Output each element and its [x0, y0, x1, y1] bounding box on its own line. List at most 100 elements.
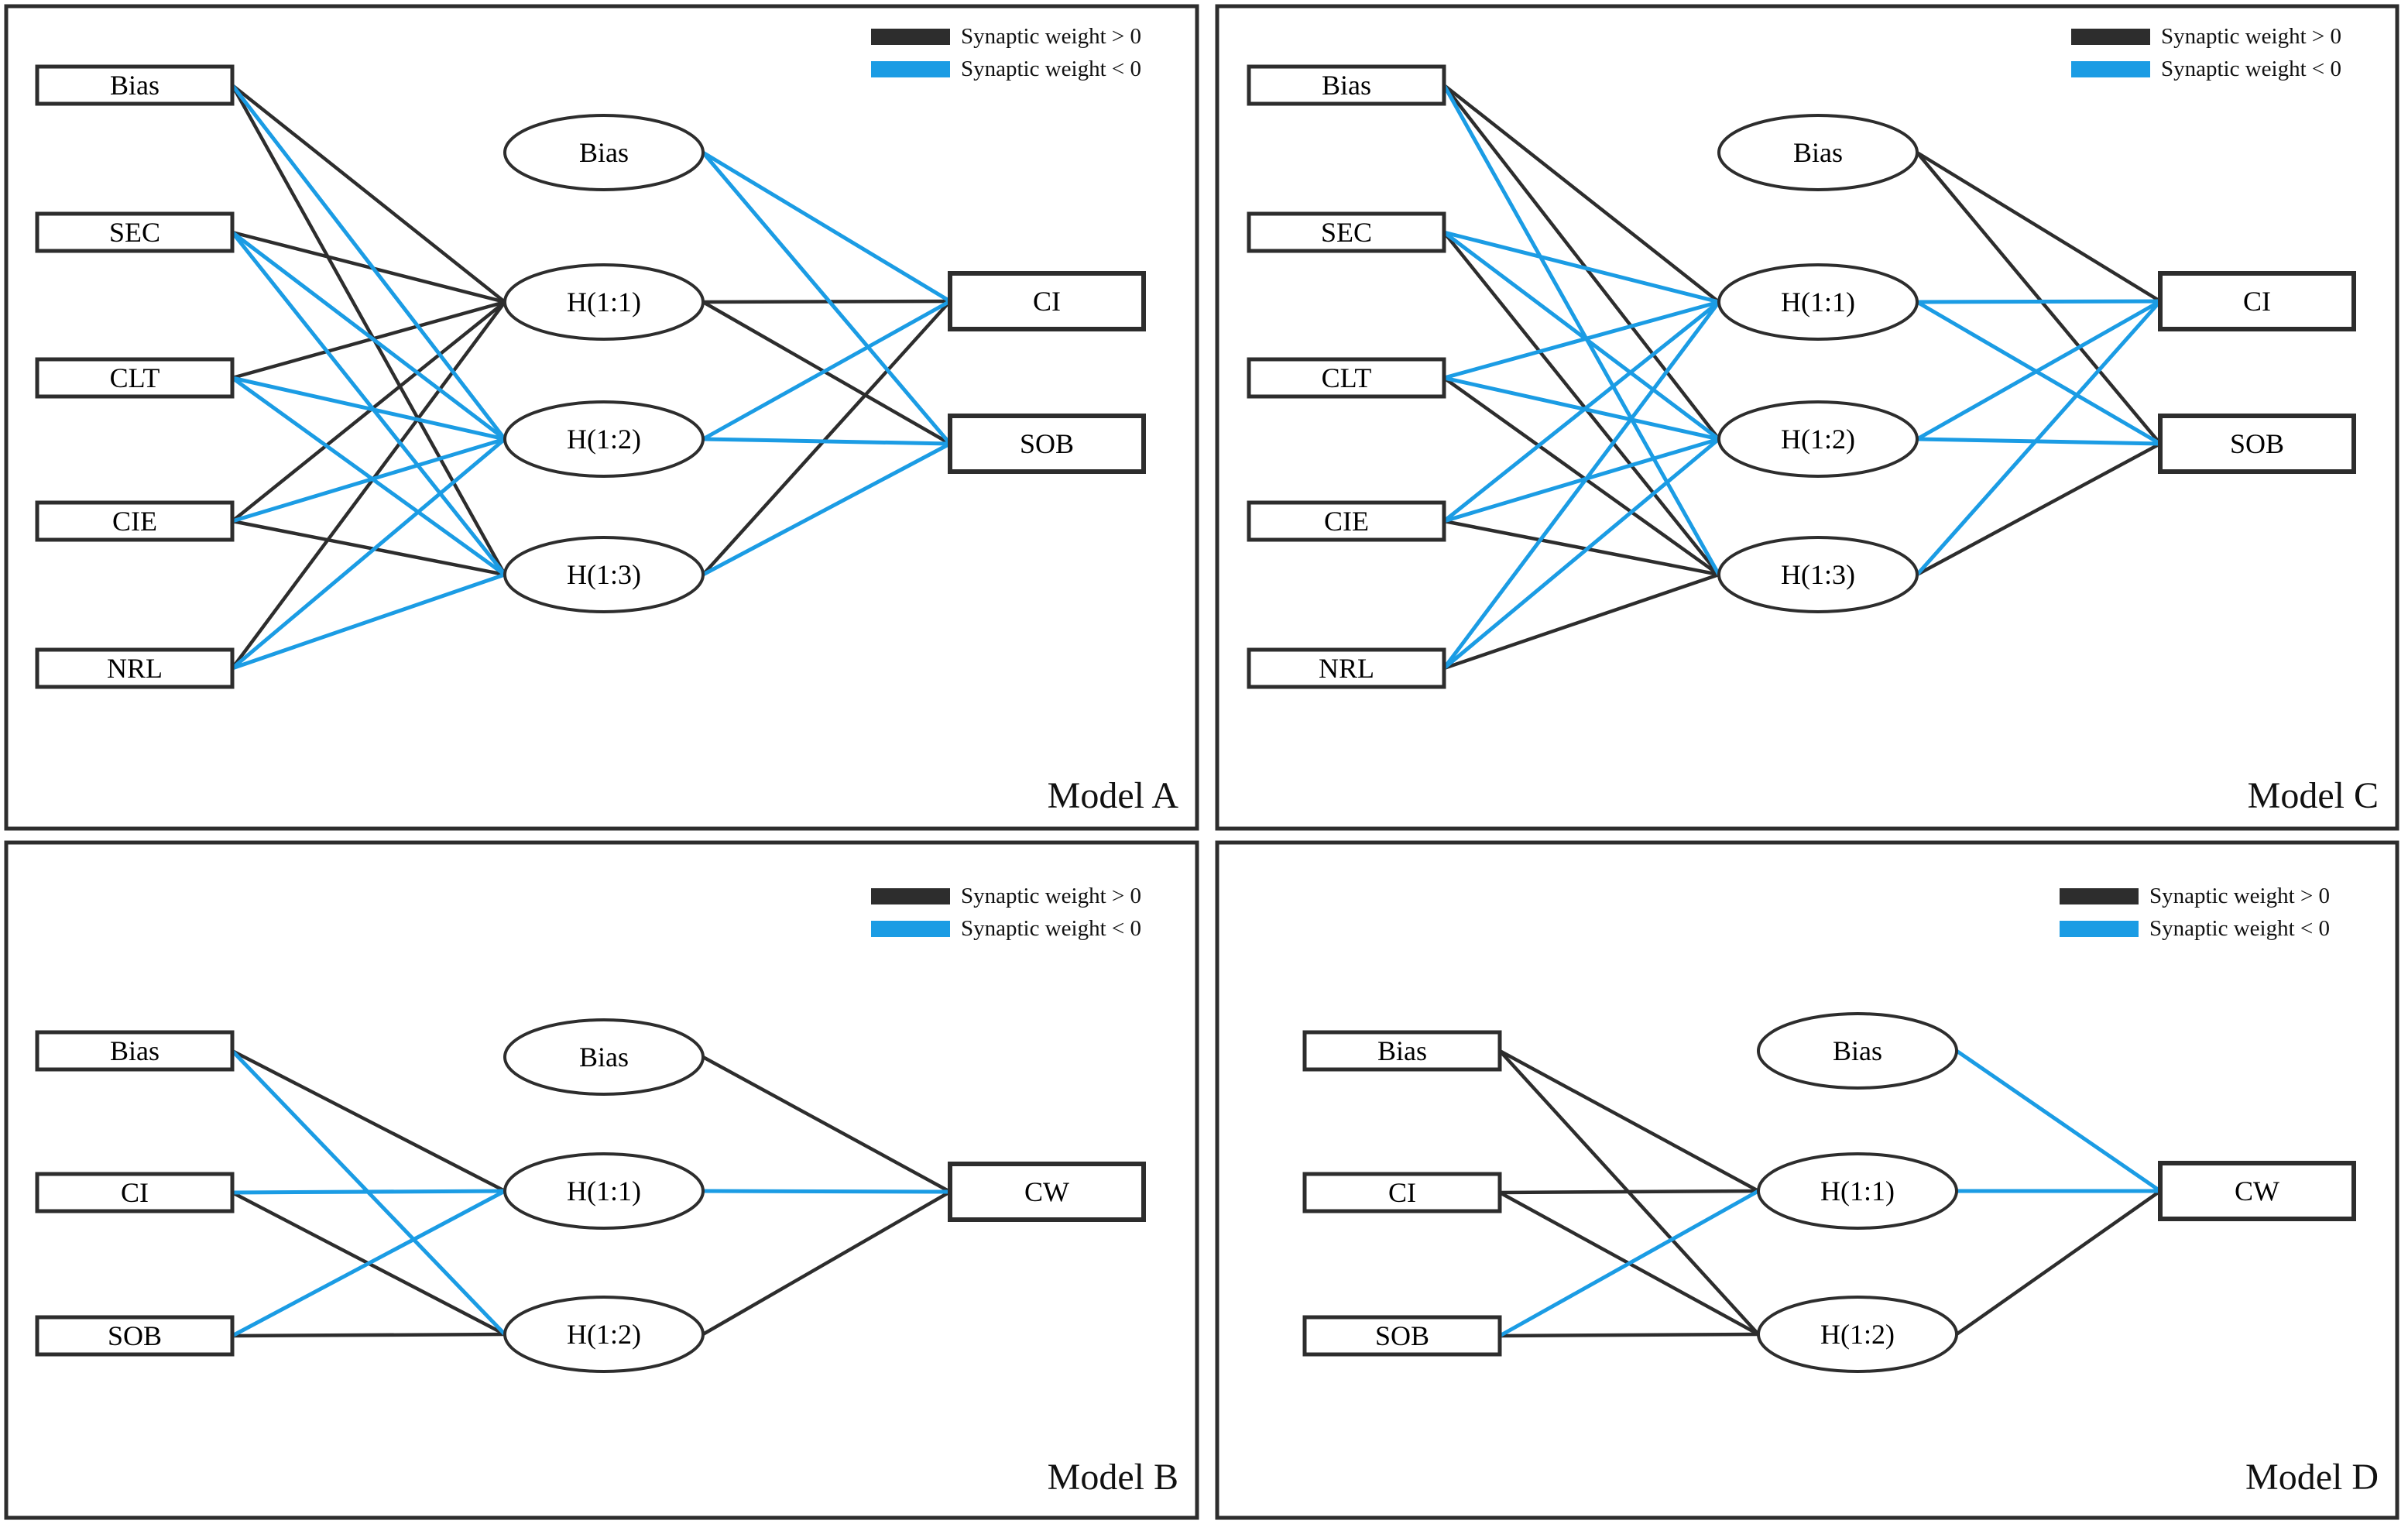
d-input-node-bias — [1302, 1030, 1502, 1072]
c-hidden-node-h1-2 — [1717, 400, 1919, 478]
negative-weight-label: Synaptic weight < 0 — [961, 57, 1142, 81]
d-input-label-bias: Bias — [1377, 1035, 1427, 1066]
negative-weight-swatch — [871, 61, 950, 77]
c-edge-i1-h1-negative — [1442, 230, 1721, 304]
b-edge-i1-h1-negative — [230, 1189, 507, 1195]
negative-weight-label: Synaptic weight < 0 — [961, 916, 1142, 941]
c-edge-h0-o0-positive — [1915, 150, 2163, 304]
c-output-label-ci: CI — [2243, 286, 2271, 317]
c-edge-i3-h2-negative — [1442, 437, 1721, 523]
c-edge-i3-h1-negative — [1442, 300, 1721, 523]
legend-model-d: Synaptic weight > 0 Synaptic weight < 0 — [2060, 885, 2330, 950]
c-hidden-label-1: H(1:1) — [1781, 287, 1855, 318]
c-edge-i4-h2-negative — [1442, 437, 1721, 671]
c-hidden-label-2: H(1:2) — [1781, 424, 1855, 455]
panel-a-frame — [4, 4, 1199, 831]
d-hidden-label-0: Bias — [1833, 1035, 1882, 1066]
d-input-label-sob: SOB — [1375, 1320, 1429, 1351]
a-edge-i1-h1-positive — [230, 230, 507, 304]
b-hidden-label-0: Bias — [579, 1042, 629, 1073]
c-hidden-label-0: Bias — [1793, 137, 1843, 168]
c-input-label-sec: SEC — [1321, 217, 1372, 248]
panel-b-frame — [4, 840, 1199, 1520]
a-edge-h2-o0-negative — [701, 299, 952, 441]
b-input-label-sob: SOB — [108, 1320, 162, 1351]
c-edge-i1-h3-positive — [1442, 230, 1721, 577]
c-output-node-ci — [2158, 271, 2356, 331]
c-edge-h3-o0-negative — [1915, 299, 2163, 577]
a-input-node-nrl — [35, 647, 235, 689]
b-input-label-bias: Bias — [110, 1035, 160, 1066]
c-input-label-nrl: NRL — [1319, 653, 1374, 684]
a-hidden-label-0: Bias — [579, 137, 629, 168]
c-input-label-bias: Bias — [1322, 70, 1371, 101]
b-edge-i0-h1-positive — [230, 1049, 507, 1193]
c-hidden-node-h1-1 — [1717, 263, 1919, 341]
legend-positive-row: Synaptic weight > 0 — [871, 885, 1141, 908]
positive-weight-swatch — [2071, 29, 2150, 45]
a-output-label-ci: CI — [1033, 286, 1061, 317]
a-input-node-bias — [35, 64, 235, 106]
a-edge-h2-o1-negative — [701, 437, 952, 446]
c-output-label-sob: SOB — [2230, 428, 2284, 459]
a-input-node-clt — [35, 357, 235, 399]
legend-positive-row: Synaptic weight > 0 — [2071, 26, 2341, 48]
c-edge-i2-h2-negative — [1442, 376, 1721, 441]
a-edge-i2-h1-positive — [230, 300, 507, 380]
legend-positive-row: Synaptic weight > 0 — [2060, 885, 2330, 908]
model-c-title: Model C — [2247, 775, 2379, 816]
d-edge-i2-h1-negative — [1497, 1189, 1761, 1338]
a-edge-i3-h3-positive — [230, 519, 507, 577]
c-edge-i0-h2-positive — [1442, 83, 1721, 441]
a-edge-h1-o1-positive — [701, 300, 952, 446]
b-edge-h0-o0-positive — [701, 1055, 952, 1194]
panel-d-frame — [1215, 840, 2399, 1520]
d-hidden-node-h1-1 — [1757, 1152, 1958, 1230]
b-hidden-label-2: H(1:2) — [567, 1319, 641, 1350]
a-edge-i3-h1-positive — [230, 300, 507, 523]
positive-weight-swatch — [2060, 888, 2139, 904]
c-hidden-node-bias — [1717, 114, 1919, 191]
c-edge-i4-h1-negative — [1442, 300, 1721, 671]
a-edge-i3-h2-negative — [230, 437, 507, 523]
b-input-node-sob — [35, 1315, 235, 1357]
b-hidden-label-1: H(1:1) — [567, 1176, 641, 1206]
c-edge-i2-h1-negative — [1442, 300, 1721, 380]
a-output-label-sob: SOB — [1020, 428, 1074, 459]
legend-model-a: Synaptic weight > 0 Synaptic weight < 0 — [871, 26, 1141, 91]
a-edge-i2-h2-negative — [230, 376, 507, 441]
a-output-node-sob — [948, 414, 1146, 474]
b-edge-i2-h2-positive — [230, 1332, 507, 1338]
negative-weight-label: Synaptic weight < 0 — [2161, 57, 2342, 81]
positive-weight-label: Synaptic weight > 0 — [961, 884, 1142, 908]
a-edge-h1-o0-positive — [701, 299, 952, 304]
d-input-node-ci — [1302, 1172, 1502, 1213]
d-edge-h2-o0-positive — [1954, 1189, 2163, 1337]
c-edge-h2-o1-negative — [1915, 437, 2163, 446]
a-edge-i0-h2-negative — [230, 83, 507, 441]
c-edge-i0-h1-positive — [1442, 83, 1721, 304]
a-edge-h0-o1-negative — [701, 150, 952, 446]
d-input-node-sob — [1302, 1315, 1502, 1357]
a-input-label-sec: SEC — [109, 217, 160, 248]
c-output-node-sob — [2158, 414, 2356, 474]
legend-negative-row: Synaptic weight < 0 — [871, 918, 1141, 940]
a-edge-h3-o0-positive — [701, 299, 952, 577]
c-input-node-sec — [1247, 211, 1446, 253]
a-hidden-label-3: H(1:3) — [567, 559, 641, 590]
a-input-label-bias: Bias — [110, 70, 160, 101]
model-b-title: Model B — [1047, 1457, 1178, 1498]
b-input-node-bias — [35, 1030, 235, 1072]
a-hidden-node-h1-2 — [503, 400, 705, 478]
c-edge-h3-o1-positive — [1915, 441, 2163, 577]
a-input-node-cie — [35, 500, 235, 542]
a-edge-i2-h3-negative — [230, 376, 507, 577]
negative-weight-swatch — [2060, 921, 2139, 937]
a-hidden-label-2: H(1:2) — [567, 424, 641, 455]
legend-negative-row: Synaptic weight < 0 — [2060, 918, 2330, 940]
b-hidden-node-h1-2 — [503, 1296, 705, 1373]
b-input-label-ci: CI — [121, 1177, 149, 1208]
d-edge-i1-h1-positive — [1497, 1189, 1761, 1195]
c-input-node-clt — [1247, 357, 1446, 399]
c-edge-h0-o1-positive — [1915, 150, 2163, 446]
